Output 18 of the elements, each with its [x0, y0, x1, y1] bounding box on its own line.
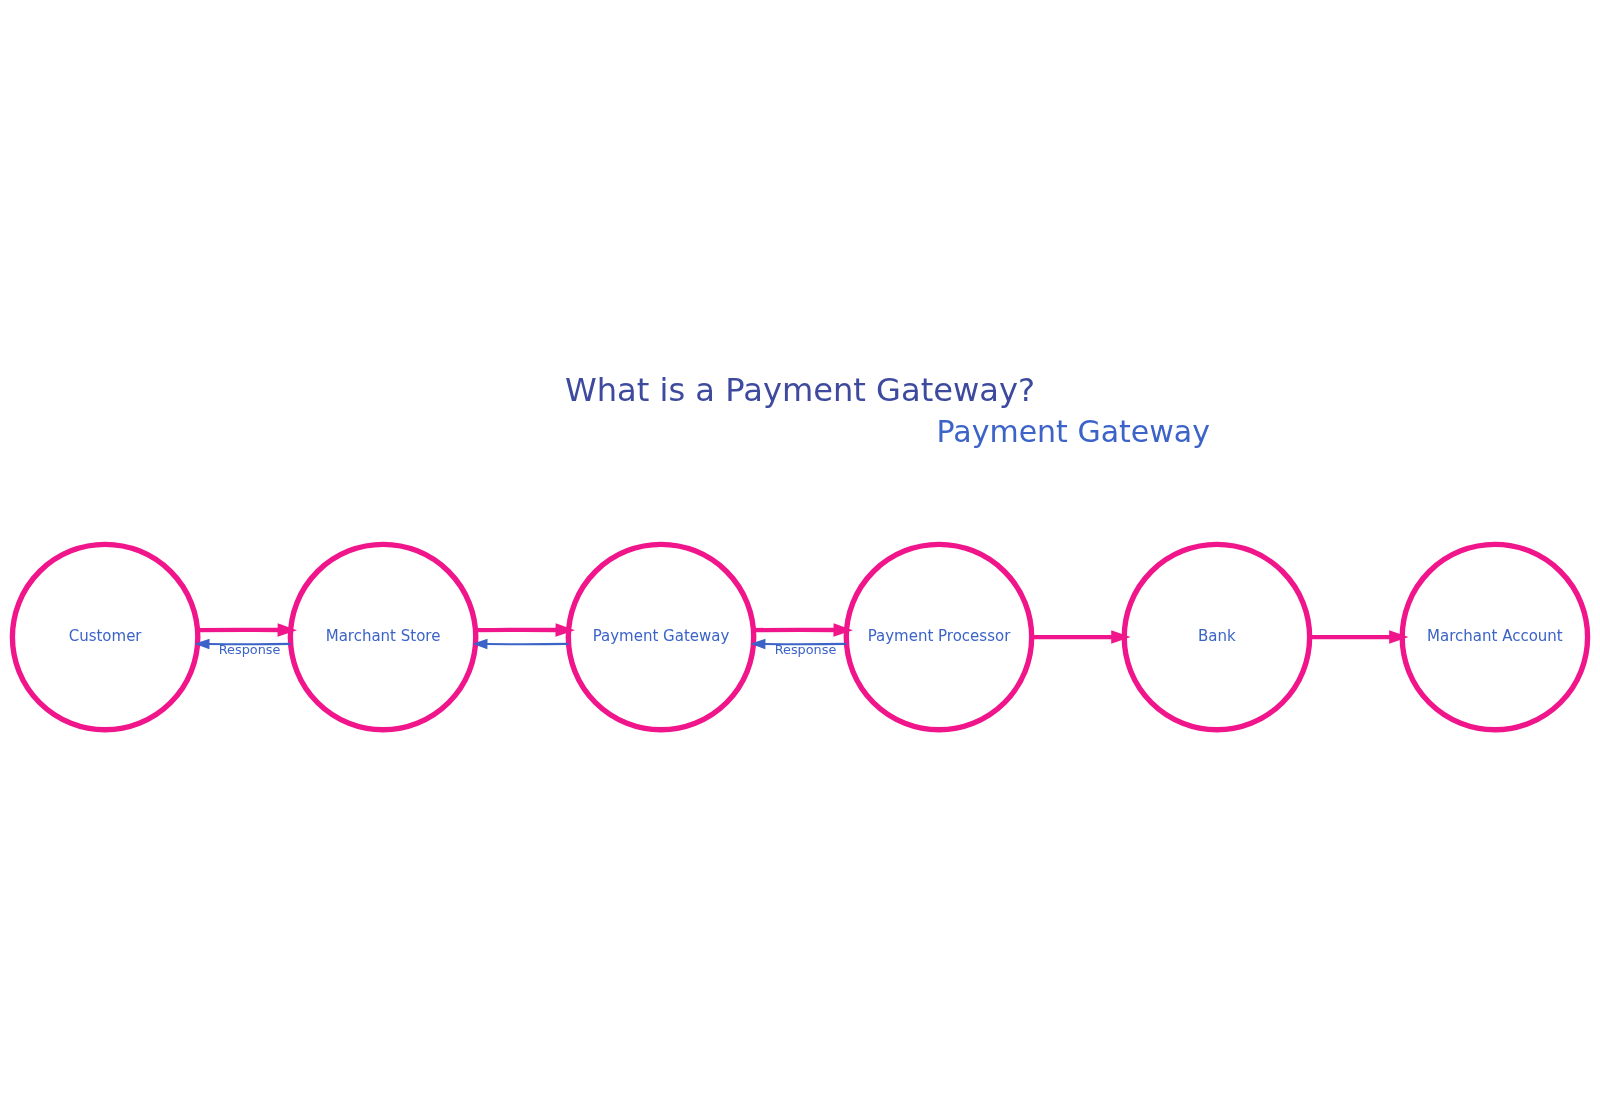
node-circle: Bank — [1121, 541, 1313, 732]
edge-label: Response — [774, 641, 837, 657]
node-circle: Marchant Store — [287, 541, 479, 732]
arrow — [472, 638, 569, 649]
arrow — [194, 638, 291, 649]
node-circle: Payment Gateway — [565, 541, 757, 732]
arrow — [1031, 629, 1131, 644]
arrow — [753, 622, 853, 637]
arrow — [475, 622, 575, 637]
label: Payment Gateway — [936, 413, 1210, 449]
edge-label: Response — [218, 641, 281, 657]
arrow — [1309, 629, 1409, 644]
node-circle: Marchant Account — [1399, 541, 1591, 732]
node-circle: Customer — [9, 541, 201, 732]
arrow — [750, 638, 847, 649]
node-circle: Payment Processor — [843, 541, 1035, 732]
arrow — [197, 622, 297, 637]
diagram-title: What is a Payment Gateway? — [564, 370, 1036, 409]
